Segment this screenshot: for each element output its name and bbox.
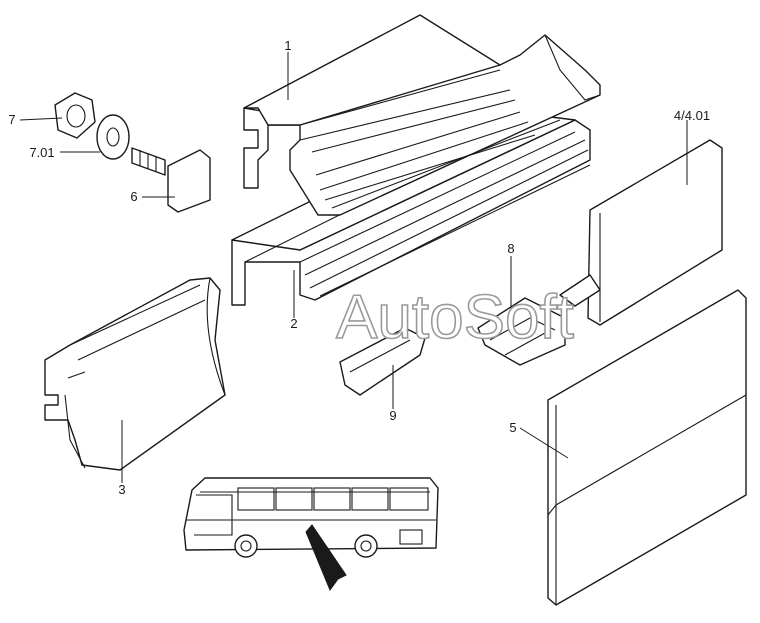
callout-8: 8 (507, 241, 514, 256)
part-1-upper-profile (243, 14, 601, 216)
callout-1: 1 (284, 38, 291, 53)
callout-7: 7 (8, 112, 15, 127)
callout-2: 2 (290, 316, 297, 331)
part-5-side-panel (547, 289, 747, 606)
part-3-bumper-profile (44, 277, 226, 471)
watermark-text: AutoSoft (336, 283, 574, 352)
callout-9: 9 (389, 408, 396, 423)
callout-5: 5 (509, 420, 516, 435)
part-8-clip (477, 297, 566, 366)
part-4-panel (559, 139, 723, 326)
callout-4-4-01: 4/4.01 (674, 108, 710, 123)
washer-icon (96, 114, 130, 160)
callout-3: 3 (118, 482, 125, 497)
hex-nut-icon (54, 92, 96, 139)
part-9-u-clip (339, 327, 426, 396)
bus-icon (183, 477, 439, 558)
callout-7-01: 7.01 (29, 145, 54, 160)
arrow-icon (305, 524, 347, 592)
leader-lines (19, 52, 688, 483)
callout-6: 6 (130, 189, 137, 204)
bolt-icon (131, 147, 211, 213)
callouts: 1 2 3 4/4.01 5 6 7 7.01 8 9 (8, 38, 710, 497)
